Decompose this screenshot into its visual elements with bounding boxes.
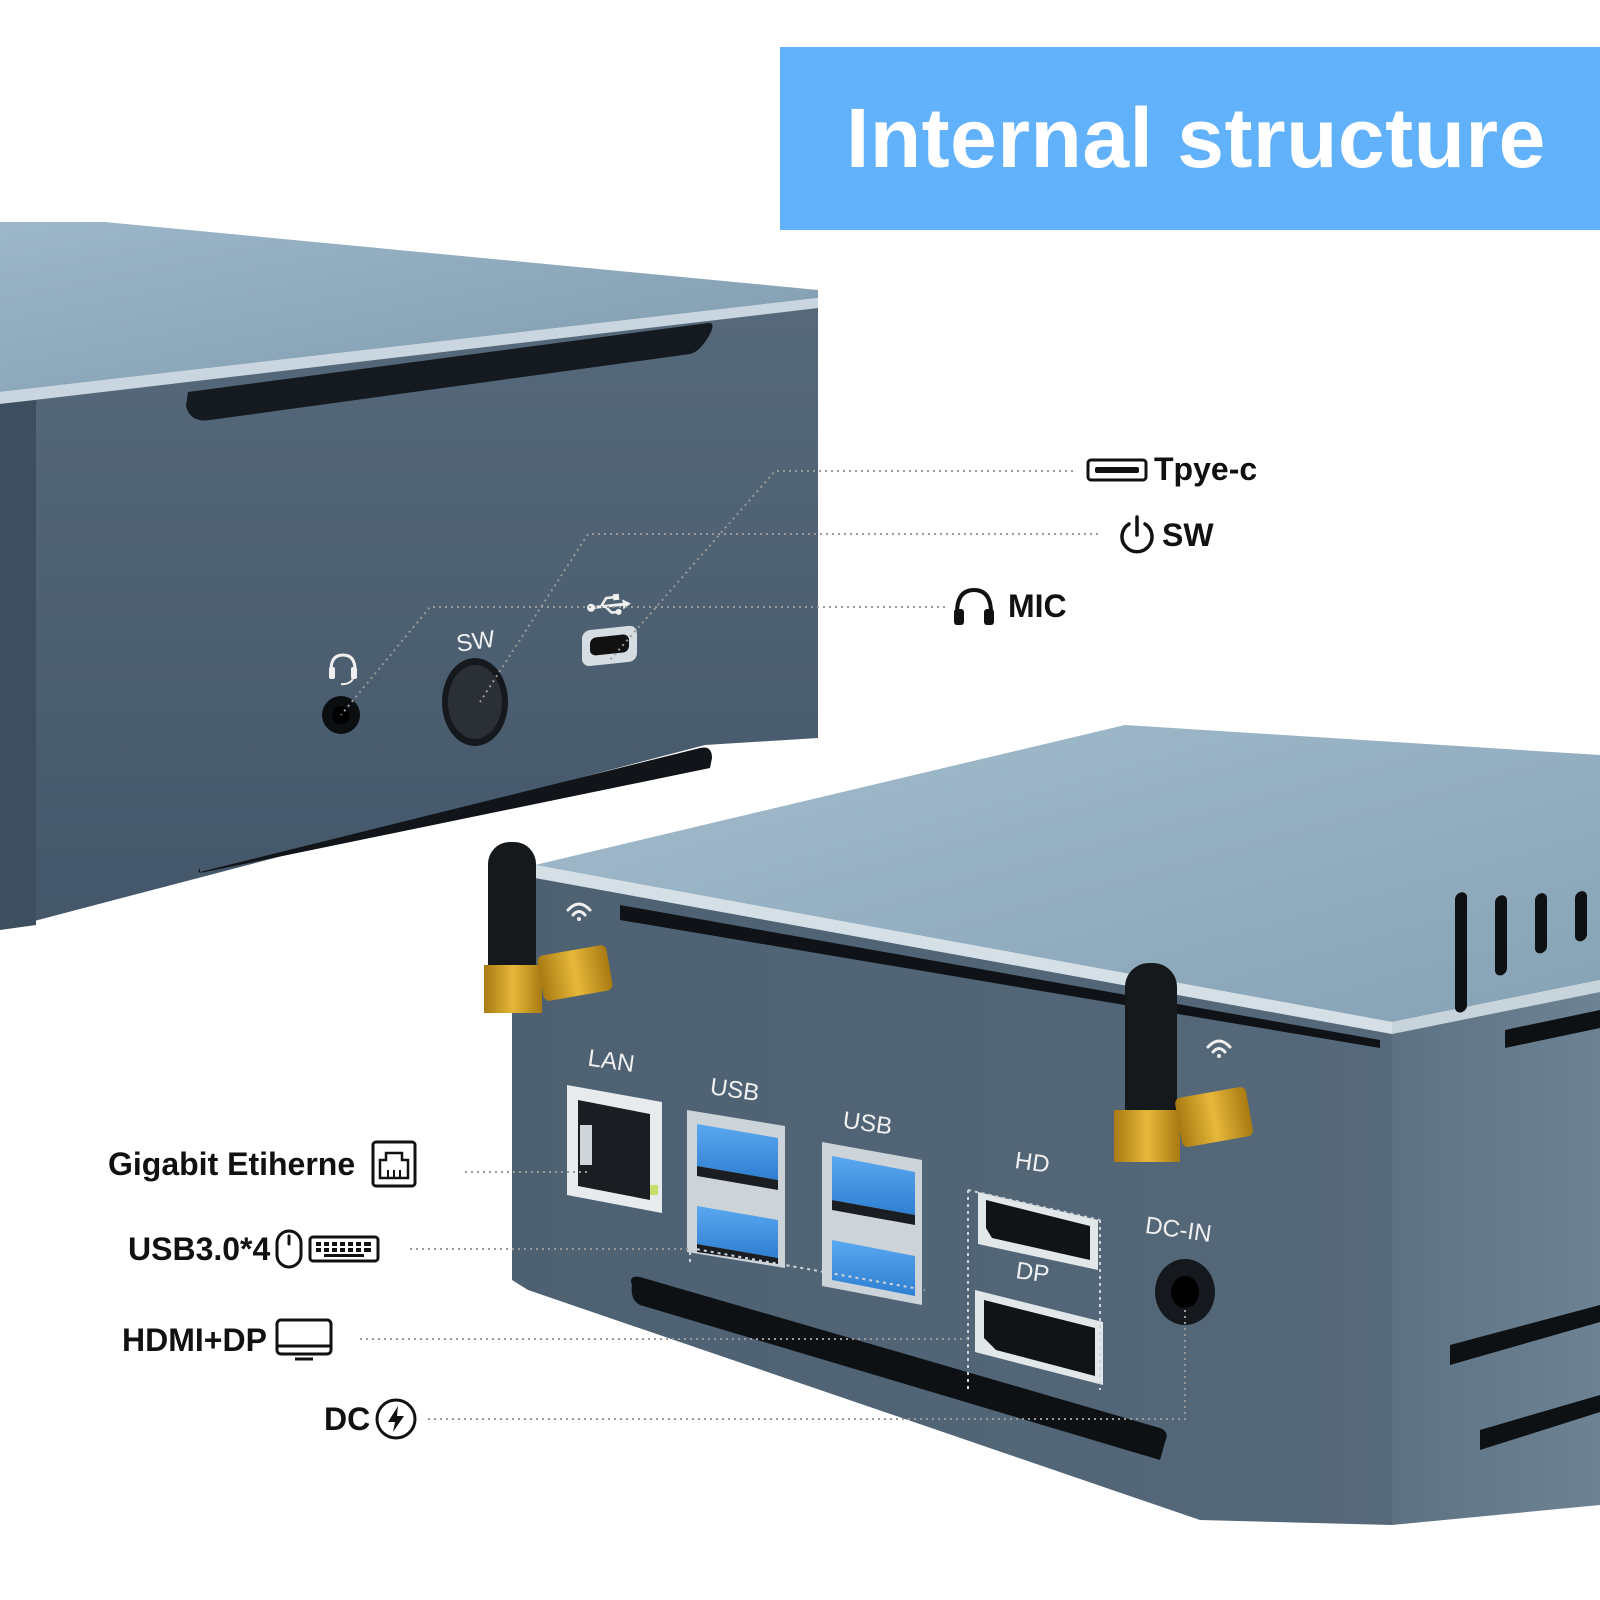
rear-unit bbox=[484, 725, 1600, 1525]
front-unit bbox=[0, 222, 818, 930]
rear-vent-bottom bbox=[631, 1276, 1167, 1460]
front-vent-bottom bbox=[198, 747, 713, 873]
usb-icon bbox=[587, 593, 631, 615]
ethernet-port-icon bbox=[371, 1140, 417, 1188]
usb-stack-right bbox=[822, 1142, 922, 1305]
callout-usb-label: USB3.0*4 bbox=[128, 1230, 271, 1267]
callout-sw-label: SW bbox=[1162, 516, 1214, 553]
dp-label: DP bbox=[1014, 1257, 1051, 1288]
page-title: Internal structure bbox=[846, 91, 1546, 185]
callout-typec-label: Tpye-c bbox=[1154, 451, 1258, 487]
front-unit-top bbox=[0, 222, 818, 392]
rear-unit-top bbox=[535, 725, 1600, 1022]
callout-dc-label: DC bbox=[324, 1400, 371, 1437]
front-sw-label: SW bbox=[455, 626, 497, 658]
antenna-right bbox=[1114, 963, 1253, 1162]
rear-unit-edge bbox=[535, 865, 1392, 1034]
video-port-bracket bbox=[967, 1189, 1101, 1390]
mouse-icon bbox=[274, 1229, 304, 1269]
usb-port-bracket bbox=[689, 1247, 926, 1291]
headphones-icon bbox=[952, 585, 996, 627]
lightning-icon bbox=[374, 1397, 418, 1441]
title-banner: Internal structure bbox=[780, 47, 1600, 230]
front-unit-corner bbox=[0, 400, 36, 930]
callout-dc: DC bbox=[324, 1397, 418, 1441]
callout-sw: SW bbox=[1118, 514, 1214, 556]
front-vent-top bbox=[186, 322, 713, 421]
callout-mic: MIC bbox=[952, 585, 1067, 627]
lan-port bbox=[567, 1085, 662, 1213]
front-unit-face bbox=[0, 308, 818, 930]
wifi-icon bbox=[566, 902, 592, 921]
wifi-icon bbox=[1206, 1039, 1232, 1058]
callout-lan: Gigabit Etiherne bbox=[108, 1140, 417, 1188]
displayport-port bbox=[975, 1290, 1103, 1385]
front-unit-edge bbox=[0, 298, 818, 404]
headset-icon bbox=[329, 653, 357, 686]
side-vents bbox=[1450, 891, 1600, 1450]
callout-usb: USB3.0*4 bbox=[128, 1229, 380, 1269]
antenna-left bbox=[484, 842, 613, 1013]
callout-video-label: HDMI+DP bbox=[122, 1321, 267, 1358]
lan-label: LAN bbox=[586, 1045, 636, 1078]
rear-vent-top bbox=[620, 905, 1380, 1048]
leader-lines bbox=[340, 470, 1186, 1420]
dc-in-jack bbox=[1155, 1259, 1215, 1325]
usb-c-port-icon bbox=[1086, 457, 1148, 483]
usb-stack-left bbox=[687, 1110, 785, 1268]
keyboard-icon bbox=[308, 1235, 380, 1263]
hd-label: HD bbox=[1013, 1147, 1051, 1179]
leader-dc bbox=[428, 1310, 1186, 1420]
power-icon bbox=[1118, 514, 1156, 556]
callout-lan-label: Gigabit Etiherne bbox=[108, 1145, 356, 1182]
callout-mic-label: MIC bbox=[1008, 587, 1067, 624]
monitor-icon bbox=[275, 1318, 333, 1362]
hdmi-port bbox=[978, 1192, 1098, 1270]
callout-typec: Tpye-c bbox=[1086, 451, 1257, 488]
callout-video: HDMI+DP bbox=[122, 1318, 333, 1362]
leader-sw bbox=[479, 533, 1098, 703]
rear-unit-side bbox=[1392, 992, 1600, 1525]
